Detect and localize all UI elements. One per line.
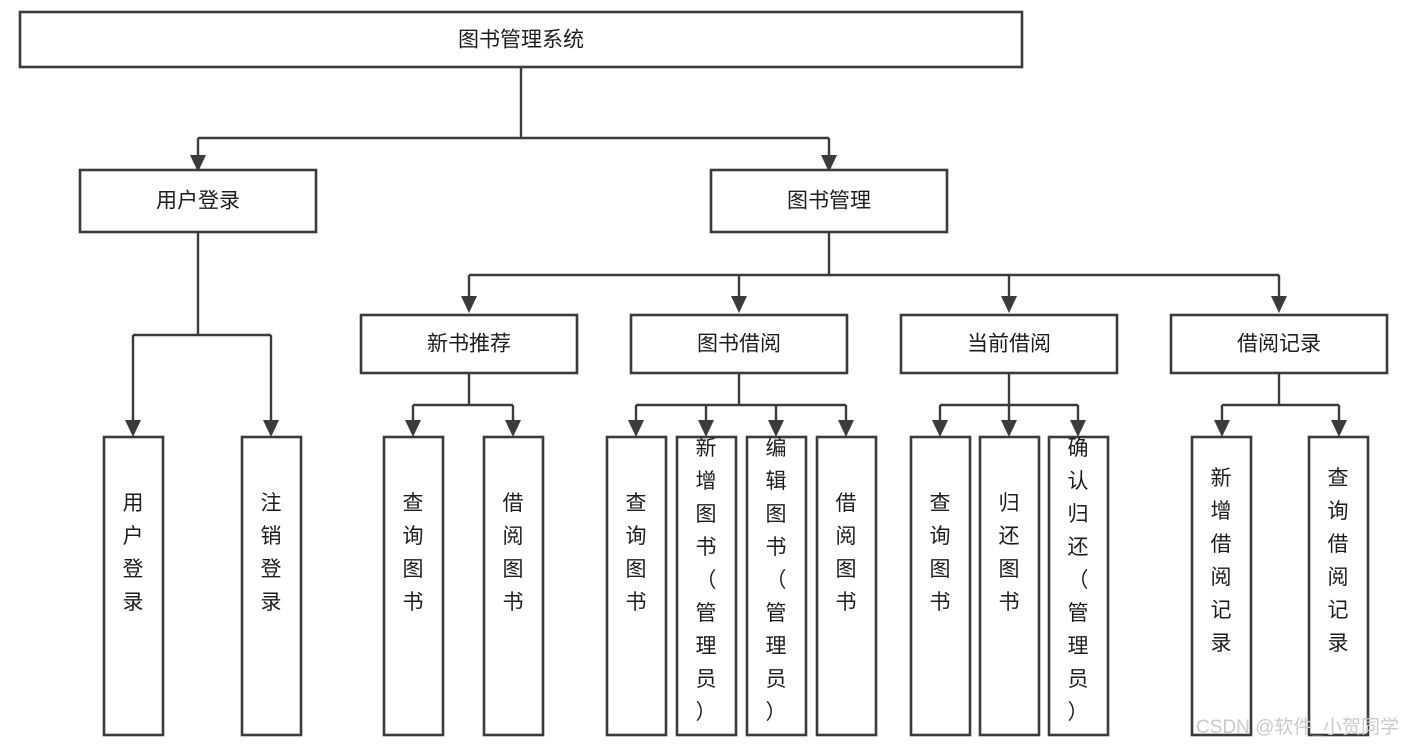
connector-group-current-borrow [932, 373, 1086, 437]
leaf-node-newbook-borrow[interactable]: 借阅图书 [482, 435, 545, 737]
node-book-borrow-box[interactable] [629, 313, 849, 375]
leaf-box-currentborrow-query[interactable] [909, 435, 972, 737]
connector-group-book-borrow [628, 373, 854, 437]
leaf-node-record-query[interactable]: 查询借阅记录 [1307, 435, 1370, 737]
node-current-borrow-label: 当前借阅 [967, 333, 1051, 356]
leaf-label-newbook-query: 查询图书 [403, 492, 424, 614]
node-book-borrow-label: 图书借阅 [697, 333, 781, 356]
leaf-box-bookborrow-query[interactable] [605, 435, 668, 737]
leaf-node-bookborrow-add[interactable]: 新增图书（管理员） [675, 435, 738, 737]
arrow-book-borrow-leaf4 [838, 420, 854, 437]
node-new-book-recommend-label: 新书推荐 [427, 333, 511, 356]
node-book-management-label: 图书管理 [787, 190, 871, 213]
connector-group-user-login [125, 232, 279, 437]
node-root[interactable]: 图书管理系统 [18, 10, 1024, 69]
node-borrow-record-box[interactable] [1169, 313, 1389, 375]
arrow-root-to-user-login [190, 155, 206, 172]
leaf-node-currentborrow-return[interactable]: 归还图书 [978, 435, 1041, 737]
node-current-borrow[interactable]: 当前借阅 [899, 313, 1119, 375]
arrow-book-mgmt-c3 [1001, 296, 1017, 313]
leaf-box-currentborrow-return[interactable] [978, 435, 1041, 737]
leaf-node-newbook-query[interactable]: 查询图书 [382, 435, 445, 737]
arrow-user-login-leaf1 [125, 420, 141, 437]
leaf-label-record-query: 查询借阅记录 [1328, 467, 1349, 655]
leaf-node-bookborrow-edit[interactable]: 编辑图书（管理员） [745, 435, 808, 737]
node-book-management[interactable]: 图书管理 [709, 168, 949, 234]
arrow-current-borrow-leaf1 [932, 420, 948, 437]
arrow-book-mgmt-c2 [731, 296, 747, 313]
leaf-label-currentborrow-return: 归还图书 [999, 492, 1020, 614]
leaf-label-currentborrow-confirm: 确认归还（管理员） [1068, 437, 1089, 724]
node-user-login-label: 用户登录 [156, 190, 240, 213]
node-borrow-record[interactable]: 借阅记录 [1169, 313, 1389, 375]
leaf-label-newbook-borrow: 借阅图书 [503, 492, 524, 614]
arrow-book-borrow-leaf2 [698, 420, 714, 437]
arrow-book-borrow-leaf1 [628, 420, 644, 437]
leaf-box-record-add[interactable] [1190, 435, 1253, 737]
arrow-current-borrow-leaf2 [1001, 420, 1017, 437]
node-user-login-box[interactable] [78, 168, 318, 234]
leaf-box-bookborrow-borrow[interactable] [815, 435, 878, 737]
leaf-node-currentborrow-confirm[interactable]: 确认归还（管理员） [1047, 435, 1110, 737]
node-new-book-recommend-box[interactable] [359, 313, 579, 375]
leaf-label-user-login-signin: 用户登录 [123, 492, 144, 614]
watermark-label: CSDN @软件_小贺同学 [1196, 716, 1399, 738]
leaf-node-user-login-signout[interactable]: 注销登录 [240, 435, 303, 737]
node-root-label: 图书管理系统 [458, 29, 584, 52]
leaf-label-currentborrow-query: 查询图书 [930, 492, 951, 614]
node-new-book-recommend[interactable]: 新书推荐 [359, 313, 579, 375]
leaf-label-bookborrow-borrow: 借阅图书 [836, 492, 857, 614]
arrow-root-to-book-mgmt [821, 155, 837, 172]
leaf-label-bookborrow-query: 查询图书 [626, 492, 647, 614]
arrow-user-login-leaf2 [263, 420, 279, 437]
arrow-book-mgmt-c4 [1271, 296, 1287, 313]
node-user-login[interactable]: 用户登录 [78, 168, 318, 234]
node-current-borrow-box[interactable] [899, 313, 1119, 375]
connector-group-borrow-record [1214, 373, 1347, 437]
leaf-label-bookborrow-add: 新增图书（管理员） [696, 437, 717, 724]
connector-group-new-book [405, 373, 521, 437]
leaf-box-newbook-query[interactable] [382, 435, 445, 737]
arrow-book-borrow-leaf3 [768, 420, 784, 437]
arrow-book-mgmt-c1 [461, 296, 477, 313]
leaf-box-bookborrow-edit[interactable] [745, 435, 808, 737]
leaf-box-bookborrow-add[interactable] [675, 435, 738, 737]
arrow-borrow-record-leaf2 [1331, 420, 1347, 437]
leaf-label-user-login-signout: 注销登录 [261, 492, 282, 614]
leaf-node-currentborrow-query[interactable]: 查询图书 [909, 435, 972, 737]
leaf-box-user-login-signin[interactable] [102, 435, 165, 737]
leaf-box-user-login-signout[interactable] [240, 435, 303, 737]
node-book-management-box[interactable] [709, 168, 949, 234]
leaf-node-record-add[interactable]: 新增借阅记录 [1190, 435, 1253, 737]
leaf-box-record-query[interactable] [1307, 435, 1370, 737]
connector-group-root [190, 67, 837, 172]
leaf-node-bookborrow-borrow[interactable]: 借阅图书 [815, 435, 878, 737]
arrow-new-book-leaf2 [505, 420, 521, 437]
leaf-box-newbook-borrow[interactable] [482, 435, 545, 737]
leaf-label-record-add: 新增借阅记录 [1211, 467, 1232, 655]
node-book-borrow[interactable]: 图书借阅 [629, 313, 849, 375]
arrow-new-book-leaf1 [405, 420, 421, 437]
leaf-box-currentborrow-confirm[interactable] [1047, 435, 1110, 737]
arrow-current-borrow-leaf3 [1070, 420, 1086, 437]
connector-group-book-mgmt [461, 232, 1287, 313]
node-borrow-record-label: 借阅记录 [1237, 333, 1321, 356]
node-root-box[interactable] [18, 10, 1024, 69]
leaf-node-bookborrow-query[interactable]: 查询图书 [605, 435, 668, 737]
leaf-node-user-login-signin[interactable]: 用户登录 [102, 435, 165, 737]
arrow-borrow-record-leaf1 [1214, 420, 1230, 437]
leaf-label-bookborrow-edit: 编辑图书（管理员） [766, 437, 787, 724]
